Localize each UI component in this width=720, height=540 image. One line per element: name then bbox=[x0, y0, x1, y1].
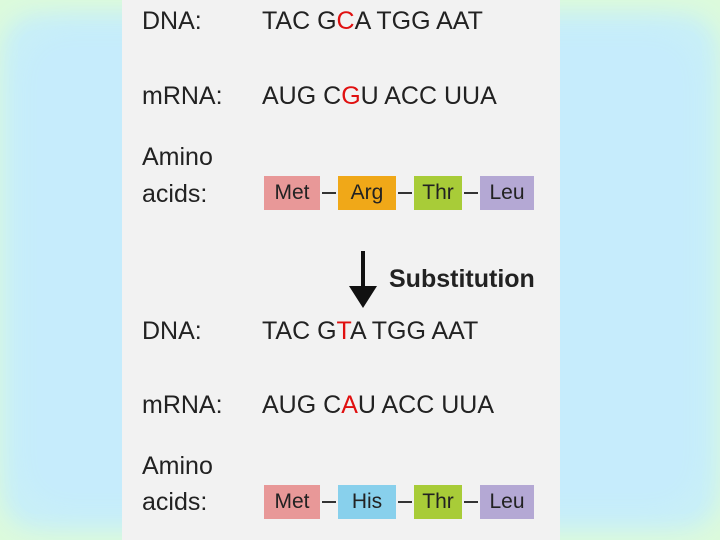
peptide-bond bbox=[322, 192, 336, 194]
mutated-base: T bbox=[336, 317, 350, 345]
mrna-sequence-after: AUG CAU ACC UUA bbox=[262, 391, 495, 419]
mrna-label-before: mRNA: bbox=[142, 82, 223, 110]
arrow-head-icon bbox=[349, 286, 377, 308]
mutated-base: G bbox=[341, 82, 361, 110]
peptide-bond bbox=[398, 501, 412, 503]
peptide-bond bbox=[464, 501, 478, 503]
amino-acid-met: Met bbox=[264, 176, 320, 210]
mutated-base: A bbox=[341, 391, 358, 419]
amino-acid-chain-before: Met Arg Thr Leu bbox=[142, 176, 542, 210]
mrna-label-after: mRNA: bbox=[142, 391, 223, 419]
mutated-base: C bbox=[336, 7, 355, 35]
peptide-bond bbox=[398, 192, 412, 194]
amino-acid-chain-after: Met His Thr Leu bbox=[142, 485, 542, 519]
amino-acid-arg: Arg bbox=[338, 176, 396, 210]
mrna-sequence-before: AUG CGU ACC UUA bbox=[262, 82, 497, 110]
amino-acid-thr: Thr bbox=[414, 485, 462, 519]
amino-label-after-1: Amino bbox=[142, 452, 213, 480]
dna-label-before: DNA: bbox=[142, 7, 202, 35]
amino-acid-leu: Leu bbox=[480, 485, 534, 519]
dna-sequence-after: TAC GTA TGG AAT bbox=[262, 317, 479, 345]
dna-sequence-before: TAC GCA TGG AAT bbox=[262, 7, 483, 35]
amino-acid-thr: Thr bbox=[414, 176, 462, 210]
amino-label-before-1: Amino bbox=[142, 143, 213, 171]
down-arrow-icon bbox=[361, 251, 365, 289]
amino-acid-leu: Leu bbox=[480, 176, 534, 210]
amino-acid-met: Met bbox=[264, 485, 320, 519]
peptide-bond bbox=[464, 192, 478, 194]
peptide-bond bbox=[322, 501, 336, 503]
amino-label-before-2: acids: bbox=[142, 180, 208, 208]
amino-label-after-2: acids: bbox=[142, 488, 208, 516]
substitution-label: Substitution bbox=[389, 265, 535, 293]
dna-label-after: DNA: bbox=[142, 317, 202, 345]
amino-acid-his: His bbox=[338, 485, 396, 519]
diagram-panel bbox=[122, 0, 560, 540]
